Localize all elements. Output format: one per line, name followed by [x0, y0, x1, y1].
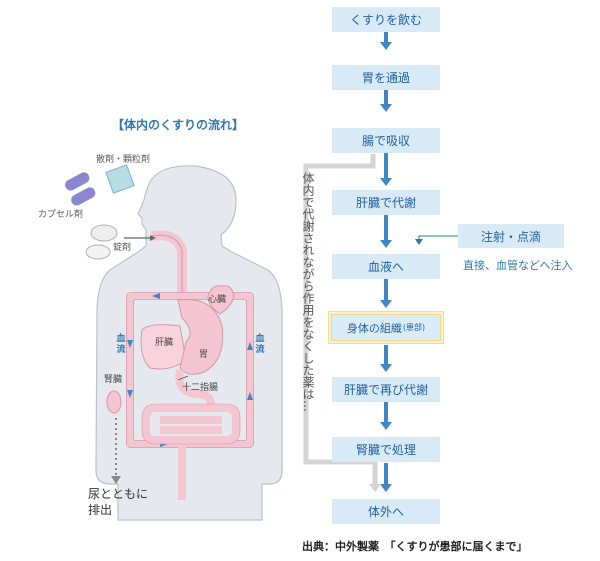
capsule-label: カプセル剤: [38, 210, 84, 220]
step-label: 体外へ: [367, 505, 404, 519]
heart-shape: [207, 285, 235, 315]
step-absorb-intestine: 腸で吸収: [332, 128, 440, 153]
liver-shape: [140, 324, 187, 370]
blood-flow-label-right: 血流: [255, 334, 265, 355]
step-liver-remetabolism: 肝臓で再び代謝: [332, 377, 440, 402]
source-citation: 出典：中外製薬 「くすりが患部に届くまで」: [302, 540, 528, 553]
excretion-line-2: 排出: [88, 503, 113, 517]
injection-note: 直接、血管などへ注入: [463, 259, 573, 272]
tablet-label: 錠剤: [113, 243, 132, 253]
step-label: 腎臓で処理: [355, 443, 416, 457]
injection-box: 注射・点滴: [458, 224, 564, 248]
powder-packet-icon: [105, 164, 135, 194]
step-label: くすりを飲む: [349, 13, 422, 27]
liver-label: 肝臓: [155, 338, 174, 348]
bypass-path: [303, 154, 378, 487]
duodenum-label: 十二指腸: [182, 383, 219, 393]
kidney-label: 腎臓: [104, 375, 123, 385]
excretion-line-1: 尿とともに: [88, 487, 149, 501]
anatomy-illustration: [65, 164, 283, 521]
step-label: 身体の組織: [346, 321, 402, 335]
step-to-blood: 血液へ: [332, 254, 440, 279]
heart-label: 心臓: [208, 295, 227, 305]
kidney-shape: [106, 390, 122, 414]
step-kidney-processing: 腎臓で処理: [332, 437, 440, 462]
flow-arrows: [380, 32, 392, 492]
step-label: 腸で吸収: [361, 134, 410, 148]
step-label: 肝臓で代謝: [355, 196, 416, 210]
excretion-label: 尿とともに 排出: [88, 486, 148, 518]
metabolism-side-note: 体内で代謝されながら作用をなくした薬は…: [301, 172, 315, 412]
injection-label: 注射・点滴: [480, 229, 541, 244]
capsule-icon: [65, 172, 96, 206]
tablet-icon: [85, 224, 118, 260]
step-label: 血液へ: [367, 260, 404, 274]
step-out-of-body: 体外へ: [332, 499, 440, 524]
step-liver-metabolism: 肝臓で代謝: [332, 190, 440, 215]
step-label: 胃を通過: [361, 71, 410, 85]
stomach-shape: [177, 299, 224, 375]
step-pass-stomach: 胃を通過: [332, 65, 440, 90]
step-note: (患部): [402, 323, 426, 332]
blood-flow-label-left: 血流: [116, 334, 126, 355]
injection-connector: [418, 235, 458, 240]
step-label: 肝臓で再び代謝: [343, 383, 428, 397]
step-body-tissue: 身体の組織(患部): [331, 314, 441, 341]
diagram-title: 【体内のくすりの流れ】: [112, 118, 245, 132]
powder-granule-label: 散剤・顆粒剤: [96, 155, 151, 165]
stomach-label: 胃: [199, 350, 209, 360]
step-take-medicine: くすりを飲む: [332, 7, 440, 32]
intestines-shape: [142, 369, 240, 500]
